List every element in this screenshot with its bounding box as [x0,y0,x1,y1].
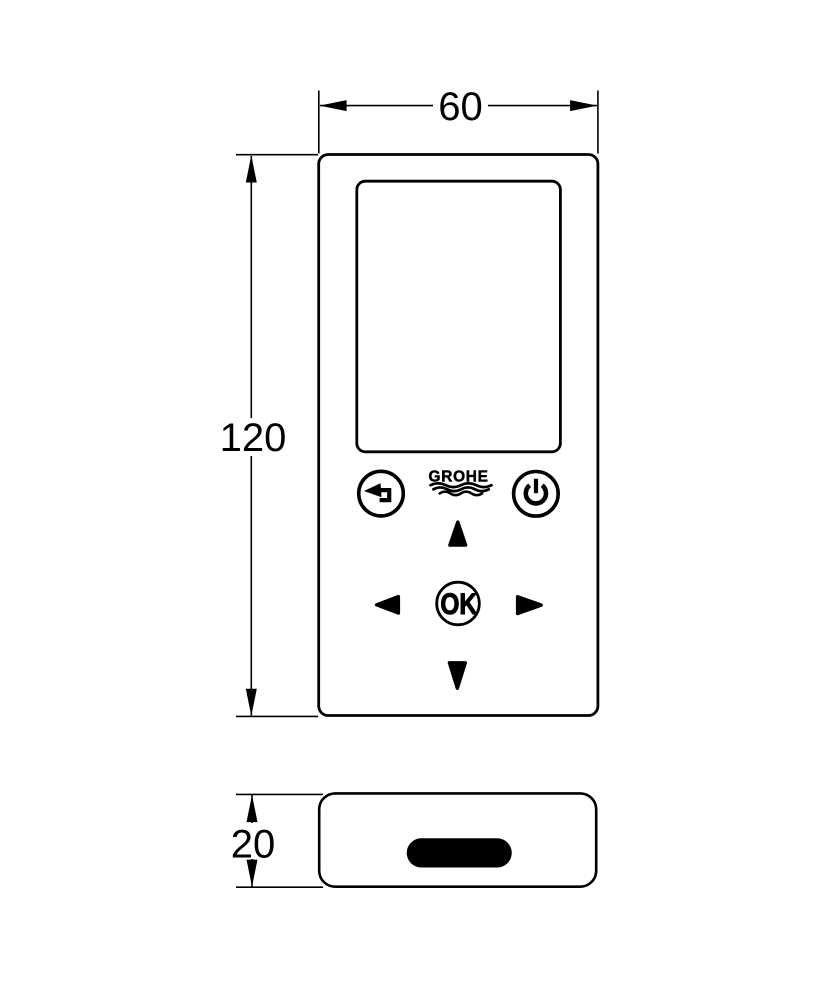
svg-text:20: 20 [231,822,276,866]
svg-text:GROHE: GROHE [429,468,489,485]
svg-text:120: 120 [220,416,287,460]
svg-text:OK: OK [440,587,477,621]
svg-text:60: 60 [438,85,483,129]
